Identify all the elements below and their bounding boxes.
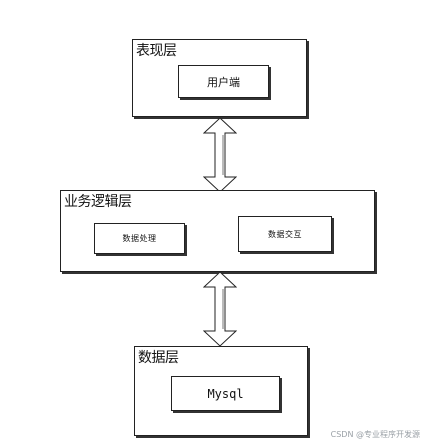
business-logic-layer-title: 业务逻辑层 [64,194,132,210]
watermark: CSDN @专业程序开发源 [330,430,420,439]
data-layer-box: 数据层 Mysql [134,346,308,436]
data-interaction-label: 数据交互 [268,229,302,239]
data-layer-title: 数据层 [138,350,179,366]
data-interaction-box: 数据交互 [238,216,332,252]
bidirectional-arrow-bottom [203,271,237,347]
mysql-label: Mysql [207,386,244,401]
data-processing-label: 数据处理 [122,234,157,243]
presentation-layer-title: 表现层 [136,43,177,59]
data-processing-box: 数据处理 [94,223,185,254]
user-client-label: 用户端 [207,75,240,89]
bidirectional-arrow-top [203,117,237,193]
presentation-layer-box: 表现层 用户端 [132,39,307,117]
user-client-box: 用户端 [178,65,269,98]
business-logic-layer-box: 业务逻辑层 数据处理 数据交互 [60,190,375,272]
mysql-box: Mysql [171,376,280,411]
